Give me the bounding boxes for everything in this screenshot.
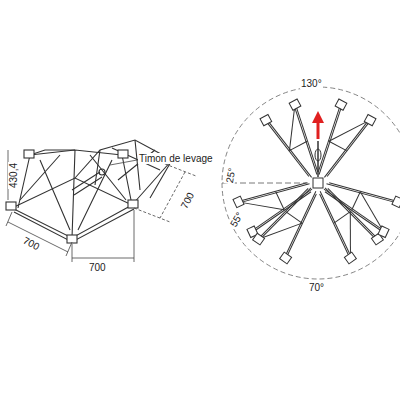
dimension-label: 700 bbox=[88, 262, 107, 273]
dimension-label: 70° bbox=[308, 282, 325, 293]
dimension-label: 130° bbox=[300, 78, 323, 89]
dimension-label: 55° bbox=[228, 209, 246, 229]
dimension-label: 25° bbox=[224, 166, 238, 185]
dimension-label: 700 bbox=[178, 190, 196, 212]
part-name: Timon de levage bbox=[138, 153, 214, 164]
dimension-label: 430,4 bbox=[8, 162, 19, 189]
